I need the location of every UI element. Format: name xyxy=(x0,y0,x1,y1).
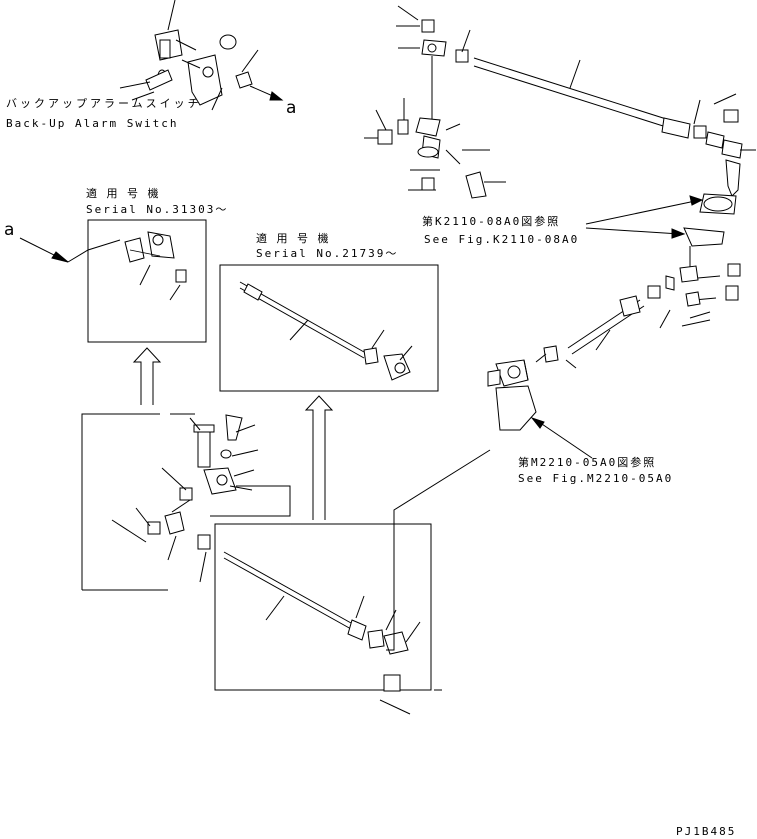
serial-21739-label-jp: 適 用 号 機 xyxy=(256,232,332,245)
see-fig-m2210-label-en: See Fig.M2210-05A0 xyxy=(518,472,674,485)
reference-mark-a-left: a xyxy=(4,220,15,240)
upper-rod-assembly xyxy=(364,5,756,199)
reference-mark-a-top: a xyxy=(286,98,297,118)
serial-31303-label-jp: 適 用 号 機 xyxy=(86,187,162,200)
lower-rod-box xyxy=(214,449,491,715)
serial-21739-label-en: Serial No.21739～ xyxy=(256,247,399,260)
arrow-up-left xyxy=(132,347,162,405)
serial-31303-label-en: Serial No.31303～ xyxy=(86,203,229,216)
backup-alarm-switch-label-jp: バックアップアラームスイッチ xyxy=(6,97,202,110)
arrow-up-middle xyxy=(304,395,334,520)
lower-left-assembly xyxy=(81,413,291,591)
reference-leaders xyxy=(530,195,704,459)
drawing-code: PJ1B485 xyxy=(676,825,737,838)
right-linkage xyxy=(487,159,741,431)
see-fig-k2110-label-jp: 第K2110-08A0図参照 xyxy=(422,215,561,228)
backup-alarm-switch-group xyxy=(119,0,284,111)
serial-21739-box xyxy=(219,264,439,392)
see-fig-m2210-label-jp: 第M2210-05A0図参照 xyxy=(518,456,657,469)
serial-31303-box xyxy=(19,219,207,343)
backup-alarm-switch-label-en: Back-Up Alarm Switch xyxy=(6,117,179,130)
see-fig-k2110-label-en: See Fig.K2110-08A0 xyxy=(424,233,580,246)
